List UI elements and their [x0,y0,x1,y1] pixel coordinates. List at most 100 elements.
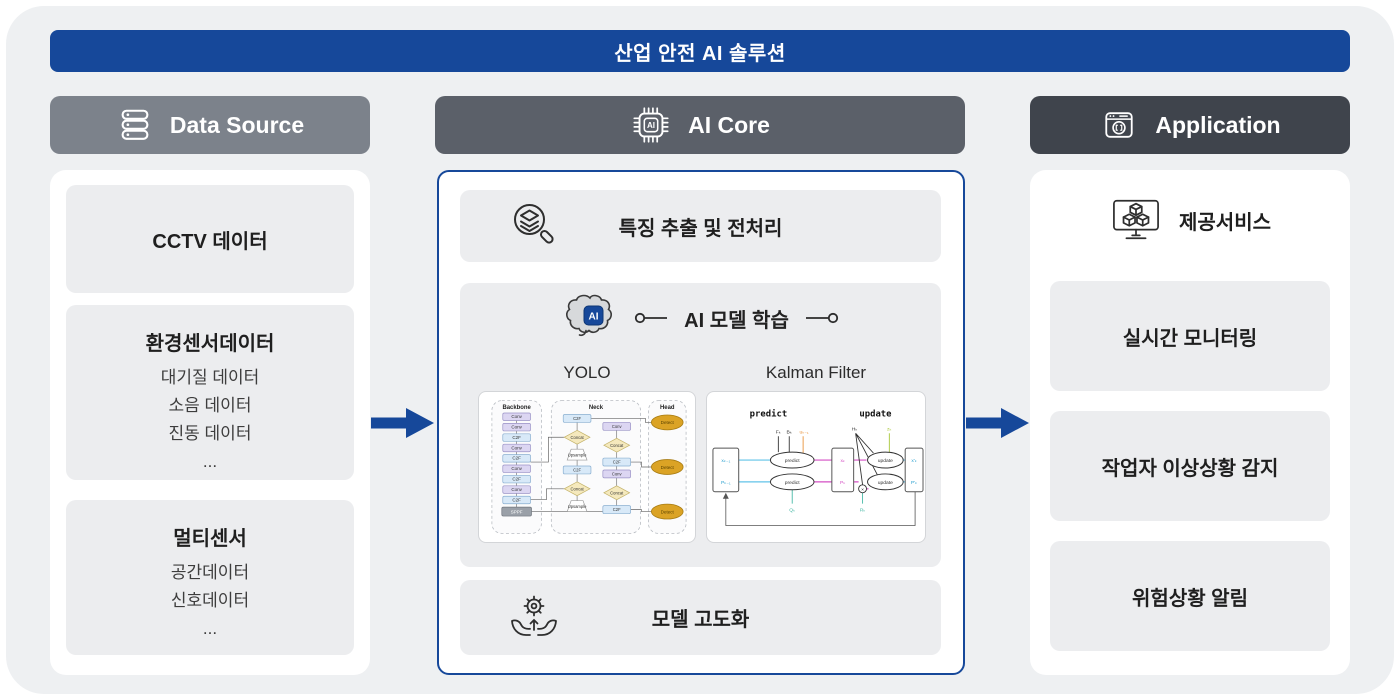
env-item: 소음 데이터 [168,396,252,415]
header-label-application: Application [1155,111,1281,138]
ai-chip-icon: AI [633,107,669,143]
kalman-filter-figure: predict update [712,408,924,526]
realtime-monitoring-label: 실시간 모니터링 [1122,327,1258,350]
yolo-layer-label: C2F [512,497,521,502]
service-title: 제공서비스 [1179,211,1271,234]
arrow-aicore-to-application [966,408,1029,438]
training-title: AI 모델 학습 [684,309,789,332]
kalman-gain-node: × [861,487,864,493]
danger-alert-label: 위험상황 알림 [1132,587,1248,610]
feature-extraction-label: 특징 추출 및 전처리 [618,217,783,240]
kalman-label: Kalman Filter [765,363,867,382]
yolo-label: YOLO [563,363,611,382]
kalman-input: zₖ [887,427,892,432]
yolo-col-label: Neck [589,405,604,411]
yolo-neck-label: Concat [571,486,585,491]
connector-left-icon [635,312,668,324]
yolo-neck-label: C2F [613,459,621,464]
card-multi-sensor: 멀티센서 공간데이터 신호데이터 ... [66,500,354,655]
worker-anomaly-label: 작업자 이상상황 감지 [1101,457,1279,480]
yolo-layer-label: Conv [511,424,522,429]
yolo-layer-label: Conv [511,466,522,471]
yolo-neck-label: Concat [610,490,624,495]
application-panel: 제공서비스 실시간 모니터링 작업자 이상상황 감지 위험상황 알림 [1030,170,1350,675]
yolo-layer-label: C2F [512,476,521,481]
card-realtime-monitoring: 실시간 모니터링 [1050,281,1330,391]
kalman-diagram: predict update [706,391,926,543]
env-item-ellipsis: ... [202,452,218,471]
kalman-state: x'ₖ [911,458,917,464]
arrow-datasource-to-aicore [371,408,434,438]
env-item: 대기질 데이터 [160,368,260,387]
kalman-op: update [878,458,893,464]
kalman-input: Hₖ [852,426,858,432]
search-layers-icon [514,204,554,244]
yolo-layer-label: C2F [512,456,521,461]
gear-hands-icon [511,595,557,636]
card-ai-model-training: AI AI 모델 학습 YOLO Kalman Filter Backbone … [460,283,941,567]
yolo-layer-label: C2F [512,435,521,440]
kalman-op: predict [785,480,800,486]
yolo-neck-label: C2F [573,416,581,421]
yolo-neck-label: Upsample [568,504,587,509]
monitor-cubes-icon [1113,199,1159,240]
yolo-diagram: Backbone Neck Head [478,391,696,543]
kalman-state: xₖ [840,459,845,464]
kalman-input: Rₖ [860,508,866,514]
header-label-data-source: Data Source [169,111,305,138]
ai-core-panel: 특징 추출 및 전처리 AI AI 모델 학습 YOLO Kalman Filt… [437,170,965,675]
yolo-layer-label: Conv [511,487,522,492]
yolo-head-label: Detect [661,420,675,425]
card-cctv-data: CCTV 데이터 [66,185,354,293]
yolo-col-label: Head [660,405,675,411]
header-ai-core: AI AI Core [435,96,965,154]
kalman-stage-label: update [859,409,891,419]
yolo-neck-label: Conv [612,471,623,476]
kalman-state: P'ₖ [911,480,917,486]
database-icon [121,109,149,140]
training-header: AI AI 모델 학습 [460,293,941,343]
yolo-col-label: Backbone [502,405,531,411]
yolo-layer-label: Conv [511,414,522,419]
model-refinement-label: 모델 고도화 [651,609,750,631]
kalman-input: Bₖ [787,429,792,435]
yolo-head-label: Detect [661,465,675,470]
kalman-state: xₖ₋₁ [721,459,730,464]
env-item: 진동 데이터 [168,424,252,443]
env-card-title: 환경센서데이터 [145,333,275,355]
kalman-op: predict [785,458,800,464]
yolo-neck-label: Upsample [568,452,587,457]
kalman-input: uₖ₋₁ [800,430,809,435]
kalman-stage-label: predict [750,408,788,419]
kalman-input: Fₖ [776,429,781,435]
yolo-layer-label: Conv [511,445,522,450]
multi-item: 공간데이터 [170,563,250,582]
yolo-neck-label: Concat [610,443,624,448]
kalman-input: Qₖ [789,508,795,514]
card-worker-anomaly-detection: 작업자 이상상황 감지 [1050,411,1330,521]
yolo-head-label: Detect [661,509,675,514]
brain-ai-badge: AI [589,312,599,323]
yolo-neck-label: Conv [612,424,623,429]
data-source-panel: CCTV 데이터 환경센서데이터 대기질 데이터 소음 데이터 진동 데이터 .… [50,170,370,675]
service-header: 제공서비스 [1030,196,1350,244]
yolo-neck-label: C2F [613,507,621,512]
brain-ai-icon: AI [566,294,613,337]
browser-app-icon [1105,112,1134,138]
kalman-state: Pₖ [840,480,845,486]
kalman-state: Pₖ₋₁ [721,480,731,486]
page-title: 산업 안전 AI 솔루션 [614,42,786,65]
chip-badge-label: AI [647,121,655,130]
connector-right-icon [805,312,838,324]
yolo-architecture-figure: Backbone Neck Head [491,400,687,534]
card-feature-extraction: 특징 추출 및 전처리 [460,190,941,262]
header-application: Application [1030,96,1350,154]
cctv-card-title: CCTV 데이터 [152,230,268,253]
header-data-source: Data Source [50,96,370,154]
yolo-neck-label: Concat [571,435,585,440]
card-danger-alert: 위험상황 알림 [1050,541,1330,651]
card-model-refinement: 모델 고도화 [460,580,941,655]
yolo-layer-label: SPPF [511,509,523,514]
multi-card-title: 멀티센서 [173,528,247,550]
yolo-neck-label: C2F [573,467,581,472]
